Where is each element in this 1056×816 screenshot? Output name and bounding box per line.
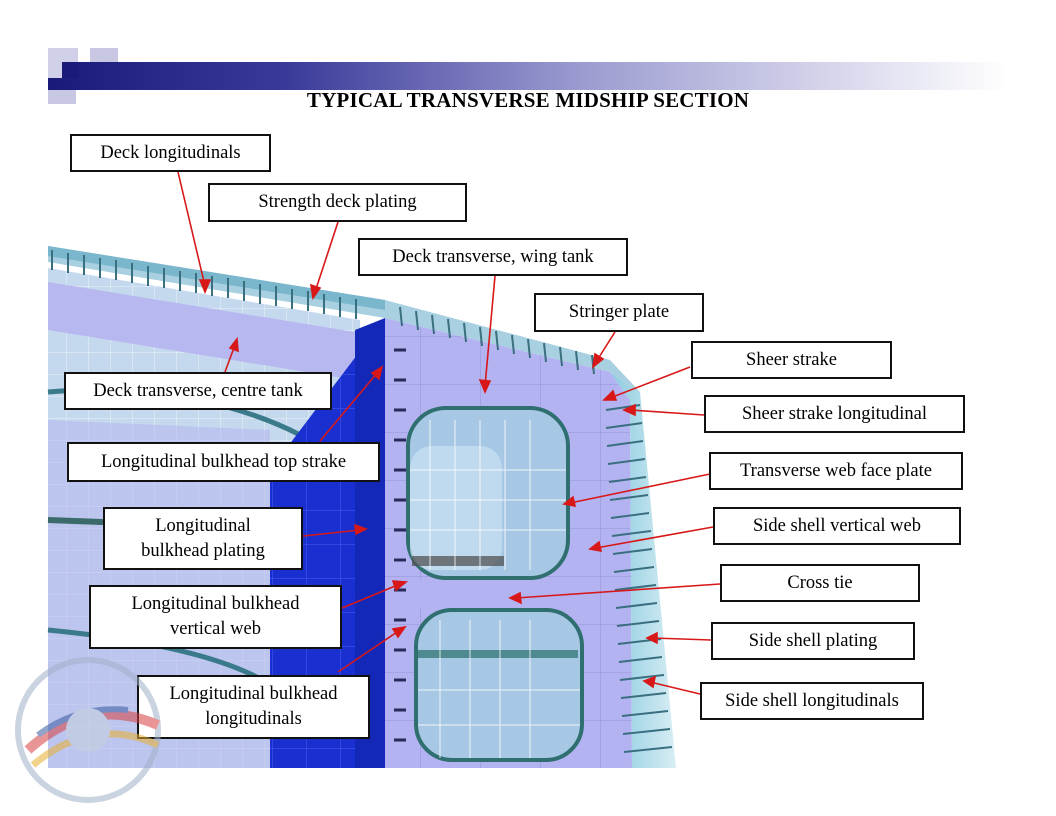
opening-grid bbox=[410, 420, 580, 758]
header-gradient-bar bbox=[48, 62, 1008, 90]
label-side-shell-longitudinals: Side shell longitudinals bbox=[700, 682, 924, 720]
bulkhead-longitudinals bbox=[394, 348, 406, 742]
upper-opening-inner bbox=[410, 446, 502, 570]
slide-title: TYPICAL TRANSVERSE MIDSHIP SECTION bbox=[306, 88, 750, 112]
header-square-deco bbox=[62, 62, 78, 78]
deck-longitudinals bbox=[51, 250, 595, 375]
lower-opening bbox=[414, 608, 584, 762]
label-cross-tie: Cross tie bbox=[720, 564, 920, 602]
centre-deck-transverse bbox=[48, 282, 355, 380]
callout-arrows bbox=[177, 171, 721, 695]
label-transverse-web-face-plate: Transverse web face plate bbox=[709, 452, 963, 490]
label-side-shell-plating: Side shell plating bbox=[711, 622, 915, 660]
label-line: bulkhead plating bbox=[141, 540, 265, 561]
label-longitudinal-bulkhead-top-strake: Longitudinal bulkhead top strake bbox=[67, 442, 380, 482]
label-longitudinal-bulkhead-vertical-web: Longitudinal bulkhead vertical web bbox=[89, 585, 342, 649]
label-side-shell-vertical-web: Side shell vertical web bbox=[713, 507, 961, 545]
strength-deck-edge bbox=[48, 246, 385, 310]
label-strength-deck-plating: Strength deck plating bbox=[208, 183, 467, 222]
label-line: Longitudinal bbox=[155, 515, 251, 536]
side-shell bbox=[610, 372, 676, 768]
label-sheer-strake-longitudinal: Sheer strake longitudinal bbox=[704, 395, 965, 433]
label-deck-transverse-wing-tank: Deck transverse, wing tank bbox=[358, 238, 628, 276]
label-line: vertical web bbox=[170, 619, 261, 639]
label-deck-transverse-centre-tank: Deck transverse, centre tank bbox=[64, 372, 332, 410]
label-stringer-plate: Stringer plate bbox=[534, 293, 704, 332]
header-square-deco bbox=[90, 48, 118, 62]
label-deck-longitudinals: Deck longitudinals bbox=[70, 134, 271, 172]
label-line: Longitudinal bulkhead bbox=[131, 594, 300, 614]
header-square-deco bbox=[48, 90, 76, 104]
upper-opening-floor bbox=[412, 556, 504, 566]
label-sheer-strake: Sheer strake bbox=[691, 341, 892, 379]
label-line: Longitudinal bulkhead bbox=[169, 684, 338, 704]
cross-tie bbox=[410, 580, 585, 608]
label-line: longitudinals bbox=[205, 709, 302, 729]
side-shell-longitudinals bbox=[605, 404, 673, 753]
site-watermark-logo bbox=[15, 657, 161, 803]
lower-opening-bar bbox=[418, 650, 578, 658]
label-longitudinal-bulkhead-longitudinals: Longitudinal bulkhead longitudinals bbox=[137, 675, 370, 739]
label-longitudinal-bulkhead-plating: Longitudinal bulkhead plating bbox=[103, 507, 303, 570]
